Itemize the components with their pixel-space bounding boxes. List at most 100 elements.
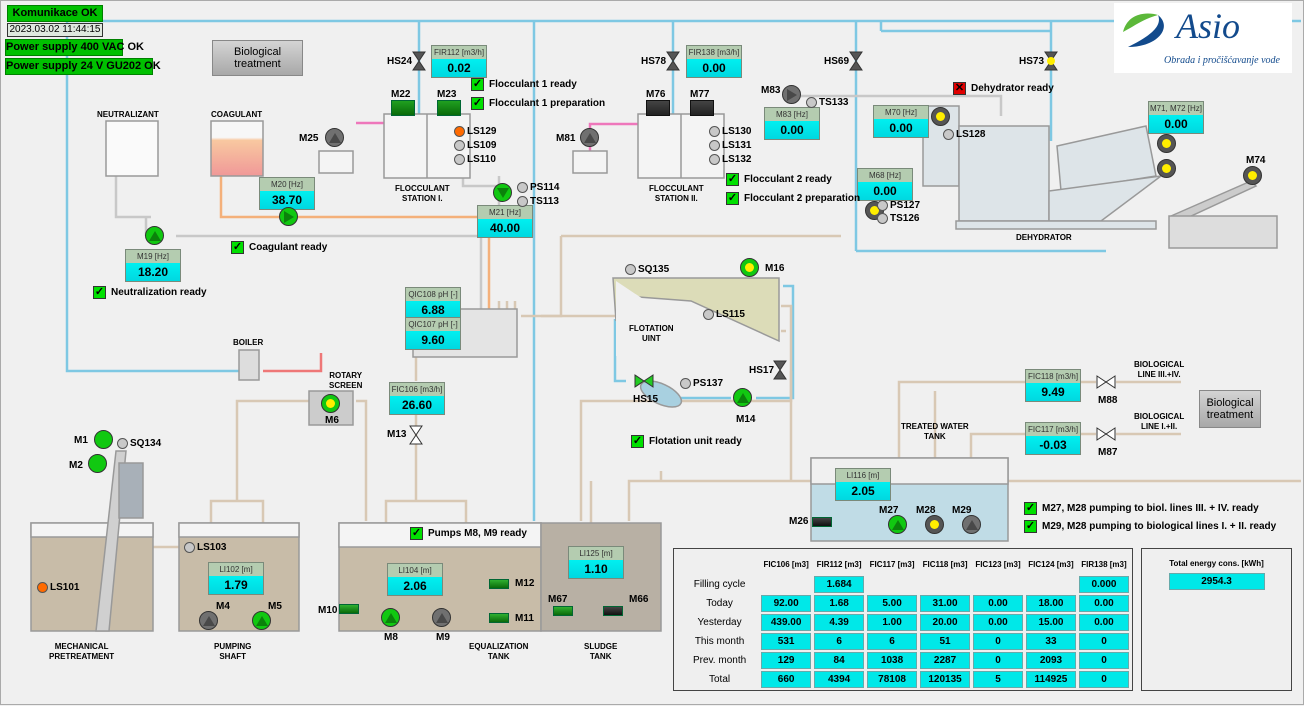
mixer-m76[interactable] xyxy=(646,100,670,116)
energy-label: Total energy cons. [kWh] xyxy=(1169,559,1264,568)
pump-m1[interactable] xyxy=(94,430,113,449)
communication-status: Komunikace OK xyxy=(7,5,103,22)
empty-cell xyxy=(973,576,1023,593)
sensor-ts133 xyxy=(806,97,817,108)
pump-triangle-icon xyxy=(736,392,749,403)
checkmark-icon: ✓ xyxy=(93,286,106,299)
mixer-tag: M26 xyxy=(789,516,809,527)
pump-m27[interactable] xyxy=(888,515,907,534)
pump-m9[interactable] xyxy=(432,608,451,627)
pump-m28[interactable] xyxy=(925,515,944,534)
mixer-m77[interactable] xyxy=(690,100,714,116)
pump-triangle-icon xyxy=(148,230,161,241)
table-cell: 0 xyxy=(1078,652,1129,669)
mixer-m10[interactable] xyxy=(339,604,359,614)
pump-m81[interactable] xyxy=(580,128,599,147)
pump-m19[interactable] xyxy=(145,226,164,245)
pump-triangle-icon xyxy=(202,615,215,626)
pump-m29[interactable] xyxy=(962,515,981,534)
valve-hs17[interactable] xyxy=(772,360,788,380)
pump-m2[interactable] xyxy=(88,454,107,473)
sensor-tag: LS110 xyxy=(467,154,496,165)
ready-coagulant-ready: ✓Coagulant ready xyxy=(231,241,327,254)
label-pumping-shaft: PUMPING SHAFT xyxy=(214,642,252,661)
pump-tag: M83 xyxy=(761,85,781,96)
mixer-m12[interactable] xyxy=(489,579,509,589)
display-value: -0.03 xyxy=(1026,436,1080,454)
pump-m70[interactable] xyxy=(931,107,950,126)
sensor-ls115 xyxy=(703,309,714,320)
mixer-m23[interactable] xyxy=(437,100,461,116)
valve-hs15[interactable] xyxy=(634,373,654,389)
label-rotary-screen: ROTARY SCREEN xyxy=(329,371,363,390)
sensor-ls131 xyxy=(709,140,720,151)
valve-hs69[interactable] xyxy=(848,51,864,71)
yellow-dot-icon xyxy=(1248,171,1257,180)
table-cell: 31.00 xyxy=(920,595,971,612)
display-label: FIC118 [m3/h] xyxy=(1027,372,1079,381)
sensor-ps137 xyxy=(680,378,691,389)
pump-m25[interactable] xyxy=(325,128,344,147)
pump-m20[interactable] xyxy=(279,207,298,226)
biological-treatment-button[interactable]: Biological treatment xyxy=(212,40,303,76)
column-header: FIR112 [m3] xyxy=(816,559,862,569)
display-value: 0.00 xyxy=(765,121,819,139)
pump-m4[interactable] xyxy=(199,611,218,630)
display-label: M71, M72 [Hz] xyxy=(1149,104,1202,113)
mixer-m11[interactable] xyxy=(489,613,509,623)
label-boiler: BOILER xyxy=(233,338,264,347)
valve-hs78[interactable] xyxy=(665,51,681,71)
logo-brand: Asio xyxy=(1176,6,1241,46)
label-flotation-uint: FLOTATION UINT xyxy=(629,324,674,343)
pump-m8[interactable] xyxy=(381,608,400,627)
valve-m88[interactable] xyxy=(1096,374,1116,390)
display-qic107-ph: QIC107 pH [-]9.60 xyxy=(405,317,461,350)
display-li116-m: LI116 [m]2.05 xyxy=(835,468,891,501)
ready-m27-m28-pumping-to-biol-lines-iii-iv-ready: ✓M27, M28 pumping to biol. lines III. + … xyxy=(1024,502,1259,515)
valve-hs24[interactable] xyxy=(411,51,427,71)
pump-triangle-icon xyxy=(583,132,596,143)
display-fic106-m3-h: FIC106 [m3/h]26.60 xyxy=(389,382,445,415)
pump-m21[interactable] xyxy=(493,183,512,202)
valve-m87[interactable] xyxy=(1096,426,1116,442)
row-label: This month xyxy=(694,636,745,647)
mixer-m66[interactable] xyxy=(603,606,623,616)
pump-m14[interactable] xyxy=(733,388,752,407)
display-value: 40.00 xyxy=(478,219,532,237)
mixer-m67[interactable] xyxy=(553,606,573,616)
table-cell: 114925 xyxy=(1025,671,1076,688)
display-label: M70 [Hz] xyxy=(884,108,917,117)
sensor-tag: PS127 xyxy=(890,200,921,211)
pump-m71[interactable] xyxy=(1157,134,1176,153)
valve-tag: HS24 xyxy=(387,56,413,67)
sensor-ps114 xyxy=(517,182,528,193)
mixer-m26[interactable] xyxy=(812,517,832,527)
mixer-tag: M66 xyxy=(629,594,649,605)
checkmark-icon: ✓ xyxy=(471,97,484,110)
sensor-tag: TS133 xyxy=(819,97,849,108)
table-cell: 0 xyxy=(973,652,1023,669)
mixer-m22[interactable] xyxy=(391,100,415,116)
pump-m74[interactable] xyxy=(1243,166,1262,185)
valve-tag: HS69 xyxy=(824,56,850,67)
pump-triangle-icon xyxy=(255,615,268,626)
valve-m13[interactable] xyxy=(408,425,424,445)
table-cell: 92.00 xyxy=(761,595,812,612)
pump-triangle-icon xyxy=(965,519,978,530)
label-biological-line-i-ii: BIOLOGICAL LINE I.+II. xyxy=(1134,412,1185,431)
pump-m83[interactable] xyxy=(782,85,801,104)
pump-triangle-icon xyxy=(384,612,397,623)
pump-m6[interactable] xyxy=(321,394,340,413)
energy-value: 2954.3 xyxy=(1168,573,1265,590)
pump-m5[interactable] xyxy=(252,611,271,630)
ready-label: M27, M28 pumping to biol. lines III. + I… xyxy=(1042,503,1259,514)
table-cell: 120135 xyxy=(920,671,971,688)
valve-hs73[interactable] xyxy=(1043,51,1059,71)
table-cell: 5.00 xyxy=(867,595,918,612)
biological-treatment-button-right[interactable]: Biological treatment xyxy=(1199,390,1261,428)
pump-tag: M74 xyxy=(1246,155,1266,166)
pump-m16[interactable] xyxy=(740,258,759,277)
pump-m72[interactable] xyxy=(1157,159,1176,178)
